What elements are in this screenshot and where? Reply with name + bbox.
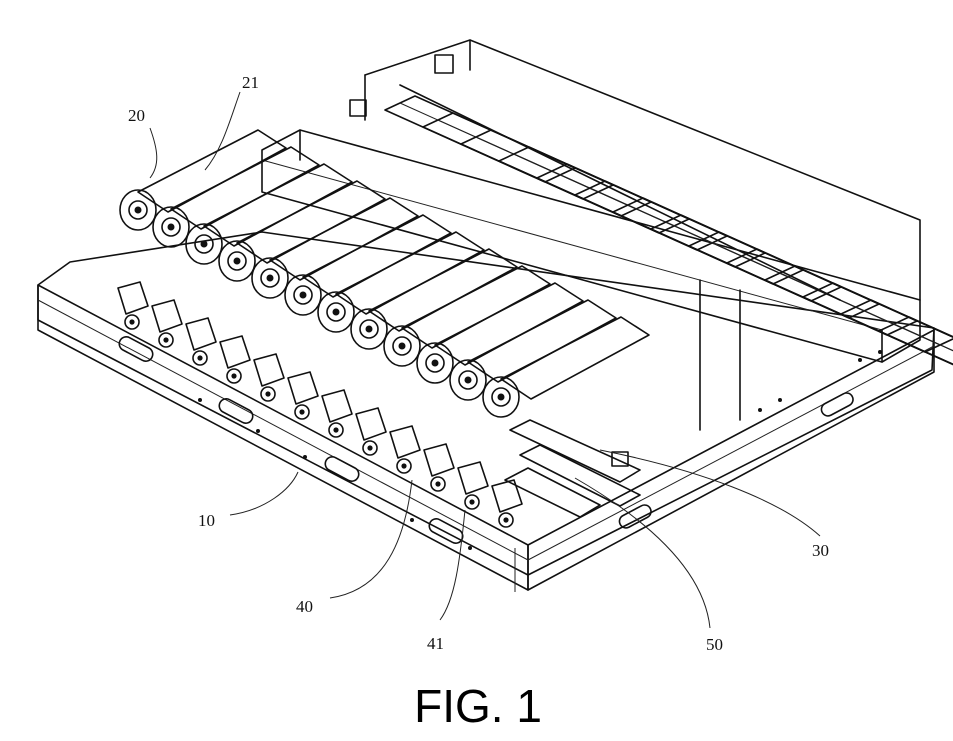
bracket <box>424 444 454 491</box>
bracket <box>356 408 386 455</box>
rear-frame <box>350 40 920 300</box>
label-40: 40 <box>296 597 313 616</box>
bracket <box>458 462 488 509</box>
rear-cell <box>879 317 953 403</box>
front-cell <box>186 164 352 264</box>
bracket <box>390 426 420 473</box>
front-cell-row <box>120 130 649 417</box>
front-cell <box>318 232 484 332</box>
bracket <box>118 282 148 329</box>
figure-caption: FIG. 1 <box>414 680 542 732</box>
front-cell <box>417 283 583 383</box>
bracket <box>322 390 352 437</box>
front-cell <box>384 266 550 366</box>
label-10: 10 <box>198 511 215 530</box>
rear-cell-row <box>385 85 953 403</box>
label-21: 21 <box>242 73 259 92</box>
rear-divider <box>400 85 840 300</box>
bracket <box>220 336 250 383</box>
front-cell <box>285 215 451 315</box>
front-cell <box>252 198 418 298</box>
bracket <box>254 354 284 401</box>
front-cell <box>153 147 319 247</box>
front-cell <box>120 130 286 230</box>
bracket <box>186 318 216 365</box>
label-50: 50 <box>706 635 723 654</box>
front-cell <box>450 300 616 400</box>
front-cell <box>219 181 385 281</box>
label-41: 41 <box>427 634 444 653</box>
label-30: 30 <box>812 541 829 560</box>
bracket <box>288 372 318 419</box>
label-20: 20 <box>128 106 145 125</box>
front-cell <box>483 317 649 417</box>
tray-frame <box>38 232 934 592</box>
bracket <box>152 300 182 347</box>
front-cell <box>351 249 517 349</box>
lower-cells <box>505 420 640 517</box>
rear-cell <box>765 266 953 352</box>
